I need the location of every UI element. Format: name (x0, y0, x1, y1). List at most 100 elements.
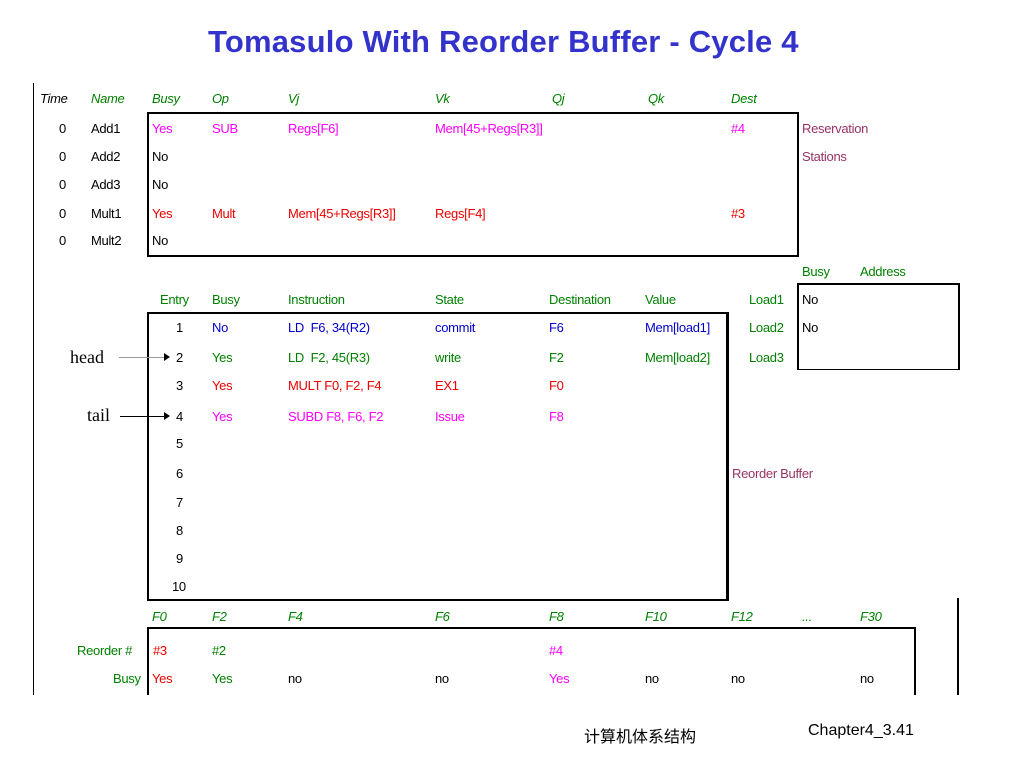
reg-header: F8 (549, 609, 564, 624)
reg-busy-value: Yes (152, 671, 173, 686)
rob-row-busy: Yes (212, 378, 233, 393)
footer-page: Chapter4_3.41 (808, 722, 914, 739)
rs-row-name: Add3 (91, 177, 121, 192)
reg-header: F0 (152, 609, 167, 624)
rob-row-entry: 6 (176, 466, 183, 481)
rob-header-state: State (435, 292, 464, 307)
rob-row-busy: No (212, 320, 229, 335)
rob-header-entry: Entry (160, 292, 189, 307)
lb-row-busy: No (802, 292, 819, 307)
footer-course: 计算机体系结构 (584, 727, 697, 746)
rs-header-qj: Qj (552, 91, 565, 106)
rs-label-line1: Reservation (802, 121, 869, 136)
reg-header: F12 (731, 609, 753, 624)
right-rule (957, 598, 959, 695)
rob-row-destination: F0 (549, 378, 564, 393)
rob-row-entry: 3 (176, 378, 183, 393)
rob-row-state: Issue (435, 409, 465, 424)
rs-header-name: Name (91, 91, 125, 106)
rs-row-dest: #3 (731, 206, 745, 221)
rs-header-time: Time (40, 91, 68, 106)
rs-row-busy: No (152, 177, 169, 192)
rs-header-op: Op (212, 91, 229, 106)
head-pointer-arrowhead (164, 353, 170, 361)
reg-busy-value: no (645, 671, 659, 686)
rob-row-state: commit (435, 320, 476, 335)
rs-row-time: 0 (59, 149, 66, 164)
rob-row-instruction: LD F6, 34(R2) (288, 320, 370, 335)
rob-row-entry: 4 (176, 409, 183, 424)
reg-busy-value: no (860, 671, 874, 686)
lb-top-rule (797, 283, 960, 285)
lb-left-rule (797, 283, 799, 370)
reg-busy-value: no (288, 671, 302, 686)
rs-row-time: 0 (59, 177, 66, 192)
rob-row-entry: 8 (176, 523, 183, 538)
rob-row-busy: Yes (212, 350, 233, 365)
tail-pointer-arrowhead (164, 412, 170, 420)
rob-row-entry: 9 (176, 551, 183, 566)
rob-row-instruction: LD F2, 45(R3) (288, 350, 370, 365)
rs-row-vk: Mem[45+Regs[R3]] (435, 121, 543, 136)
rs-row-time: 0 (59, 233, 66, 248)
rs-row-vj: Mem[45+Regs[R3]] (288, 206, 396, 221)
reg-reorder-value: #4 (549, 643, 563, 658)
rs-header-dest: Dest (731, 91, 757, 106)
reg-busy-label: Busy (113, 671, 141, 686)
tail-pointer-label: tail (87, 405, 110, 425)
rs-row-vk: Regs[F4] (435, 206, 486, 221)
rob-row-destination: F2 (549, 350, 564, 365)
rob-row-state: EX1 (435, 378, 459, 393)
left-rule (33, 83, 34, 695)
rs-row-busy: No (152, 149, 169, 164)
rob-row-state: write (435, 350, 461, 365)
rob-row-entry: 1 (176, 320, 183, 335)
rs-header-vk: Vk (435, 91, 450, 106)
reg-header: F30 (860, 609, 882, 624)
rob-row-entry: 2 (176, 350, 183, 365)
rs-table-box (147, 112, 799, 257)
rs-row-time: 0 (59, 121, 66, 136)
rs-row-name: Mult1 (91, 206, 122, 221)
lb-row-name: Load2 (749, 320, 784, 335)
reg-busy-value: no (731, 671, 745, 686)
lb-header-busy: Busy (802, 264, 830, 279)
rs-row-busy: No (152, 233, 169, 248)
reg-busy-value: Yes (212, 671, 233, 686)
reg-header: ... (802, 609, 812, 624)
rs-row-name: Mult2 (91, 233, 122, 248)
lb-row-name: Load3 (749, 350, 784, 365)
rs-row-vj: Regs[F6] (288, 121, 339, 136)
lb-row-busy: No (802, 320, 819, 335)
lb-row-name: Load1 (749, 292, 784, 307)
rs-row-dest: #4 (731, 121, 745, 136)
rob-header-destination: Destination (549, 292, 611, 307)
reg-header: F2 (212, 609, 227, 624)
rob-header-instruction: Instruction (288, 292, 345, 307)
rob-row-destination: F6 (549, 320, 564, 335)
lb-bottom-rule (797, 369, 960, 370)
rob-row-entry: 10 (172, 579, 186, 594)
reg-header: F6 (435, 609, 450, 624)
reg-reorder-value: #2 (212, 643, 226, 658)
rob-row-value: Mem[load1] (645, 320, 710, 335)
rs-label-line2: Stations (802, 149, 847, 164)
lb-right-rule (958, 283, 960, 370)
rs-row-busy: Yes (152, 121, 173, 136)
rob-row-destination: F8 (549, 409, 564, 424)
reg-header: F4 (288, 609, 303, 624)
rob-header-value: Value (645, 292, 676, 307)
rs-row-op: SUB (212, 121, 238, 136)
lb-header-address: Address (860, 264, 906, 279)
tail-pointer-arrow (120, 416, 165, 417)
rob-row-entry: 5 (176, 436, 183, 451)
reg-reorder-value: #3 (153, 643, 167, 658)
rs-row-name: Add1 (91, 121, 121, 136)
rob-row-entry: 7 (176, 495, 183, 510)
rs-row-op: Mult (212, 206, 236, 221)
page-title: Tomasulo With Reorder Buffer - Cycle 4 (208, 24, 799, 59)
rs-header-vj: Vj (288, 91, 299, 106)
rs-row-busy: Yes (152, 206, 173, 221)
rob-row-value: Mem[load2] (645, 350, 710, 365)
rs-row-time: 0 (59, 206, 66, 221)
